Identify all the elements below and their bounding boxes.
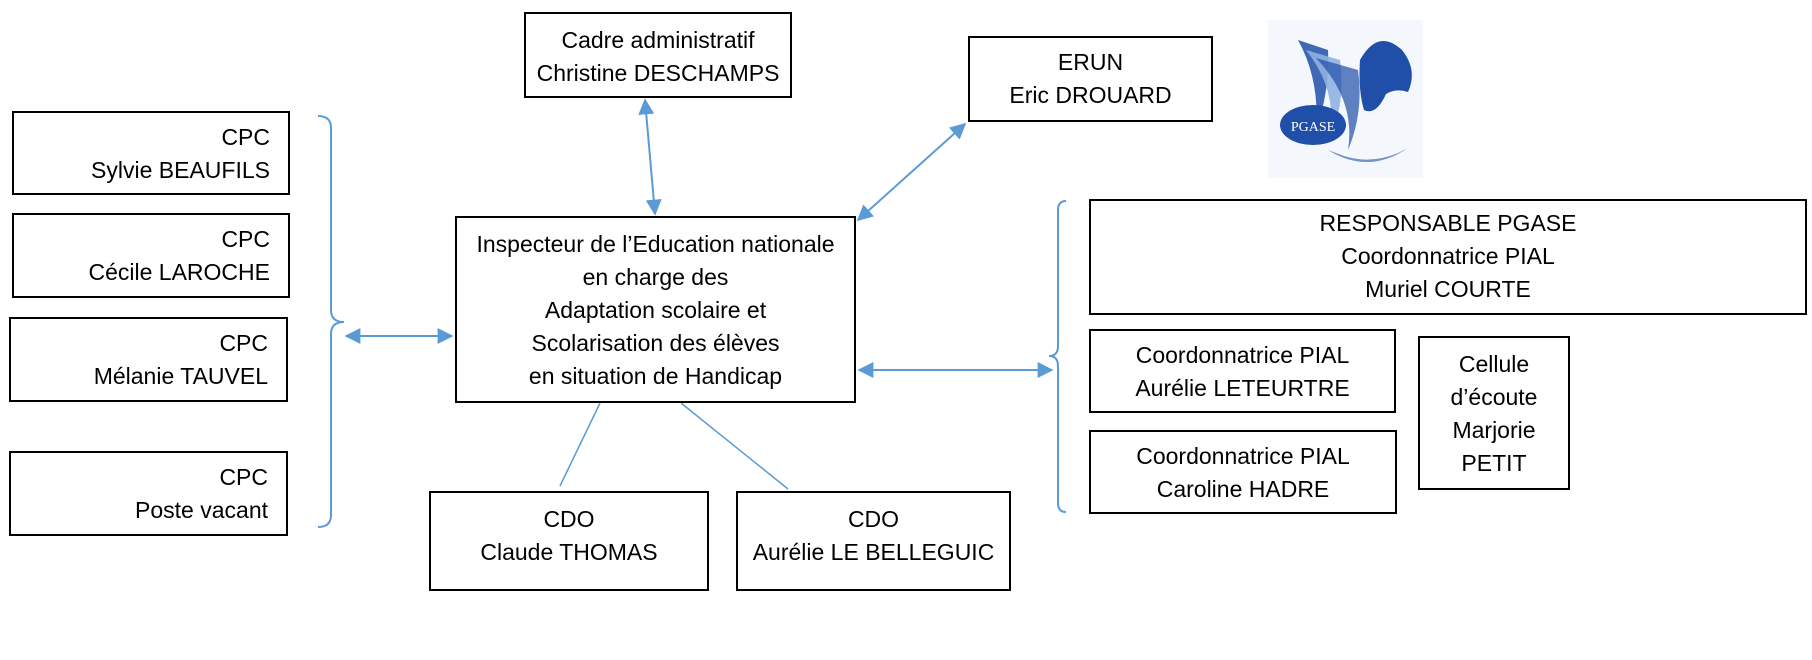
pial-name: Caroline HADRE xyxy=(1156,476,1330,502)
inspecteur-line-2: en charge des xyxy=(582,264,729,290)
erun-name: Eric DROUARD xyxy=(1009,82,1172,108)
cpc-name: Mélanie TAUVEL xyxy=(93,363,268,389)
responsable-line-1: RESPONSABLE PGASE xyxy=(1319,210,1577,236)
cadre-name: Christine DESCHAMPS xyxy=(536,60,780,86)
cdo-role: CDO xyxy=(543,506,595,532)
inspecteur-line-5: en situation de Handicap xyxy=(528,363,783,389)
cpc-box-3: CPC Mélanie TAUVEL xyxy=(9,317,288,402)
cpc-box-4: CPC Poste vacant xyxy=(9,451,288,536)
responsable-line-3: Muriel COURTE xyxy=(1365,276,1531,302)
erun-box: ERUN Eric DROUARD xyxy=(968,36,1213,122)
erun-role: ERUN xyxy=(1057,49,1124,75)
cpc-box-2: CPC Cécile LAROCHE xyxy=(12,213,290,298)
cadre-role: Cadre administratif xyxy=(561,27,755,53)
pial-role: Coordonnatrice PIAL xyxy=(1136,443,1350,469)
cdo-role: CDO xyxy=(847,506,900,532)
cdo-name: Aurélie LE BELLEGUIC xyxy=(752,539,995,565)
pial-name: Aurélie LETEURTRE xyxy=(1135,375,1350,401)
cpc-role: CPC xyxy=(221,124,270,150)
left-brace xyxy=(317,115,345,528)
logo-text: PGASE xyxy=(1291,120,1335,135)
cellule-ecoute-box: Cellule d’écoute Marjorie PETIT xyxy=(1418,336,1570,490)
right-brace xyxy=(1048,200,1067,513)
inspecteur-line-3: Adaptation scolaire et xyxy=(544,297,767,323)
pial-box-2: Coordonnatrice PIAL Caroline HADRE xyxy=(1089,430,1397,514)
responsable-pgase-box: RESPONSABLE PGASE Coordonnatrice PIAL Mu… xyxy=(1089,199,1807,315)
arrow-erun-center xyxy=(856,122,967,222)
cpc-name: Cécile LAROCHE xyxy=(88,259,271,285)
cpc-name: Sylvie BEAUFILS xyxy=(91,157,270,183)
cdo-box-2: CDO Aurélie LE BELLEGUIC xyxy=(736,491,1011,591)
inspecteur-box: Inspecteur de l’Education nationale en c… xyxy=(455,216,856,403)
pial-role: Coordonnatrice PIAL xyxy=(1135,342,1350,368)
pgase-logo: PGASE xyxy=(1268,20,1423,178)
cdo-box-1: CDO Claude THOMAS xyxy=(429,491,709,591)
cpc-box-1: CPC Sylvie BEAUFILS xyxy=(12,111,290,195)
cpc-name: Poste vacant xyxy=(135,497,268,523)
inspecteur-line-4: Scolarisation des élèves xyxy=(531,330,780,356)
pial-box-1: Coordonnatrice PIAL Aurélie LETEURTRE xyxy=(1089,329,1396,413)
cpc-role: CPC xyxy=(219,330,268,356)
inspecteur-line-1: Inspecteur de l’Education nationale xyxy=(476,231,835,257)
cellule-line-1: Cellule xyxy=(1458,351,1530,377)
cadre-box: Cadre administratif Christine DESCHAMPS xyxy=(524,12,792,98)
arrow-cadre-center xyxy=(638,98,662,216)
cdo-name: Claude THOMAS xyxy=(480,539,658,565)
cpc-role: CPC xyxy=(221,226,270,252)
responsable-line-2: Coordonnatrice PIAL xyxy=(1341,243,1555,269)
cellule-line-2: d’écoute xyxy=(1450,384,1538,410)
cellule-line-4: PETIT xyxy=(1461,450,1527,476)
line-cdo-lebelleguic xyxy=(680,402,789,490)
winged-horse-logo-icon: PGASE xyxy=(1268,20,1423,178)
cpc-role: CPC xyxy=(219,464,268,490)
cellule-line-3: Marjorie xyxy=(1452,417,1536,443)
line-cdo-thomas xyxy=(559,402,601,487)
